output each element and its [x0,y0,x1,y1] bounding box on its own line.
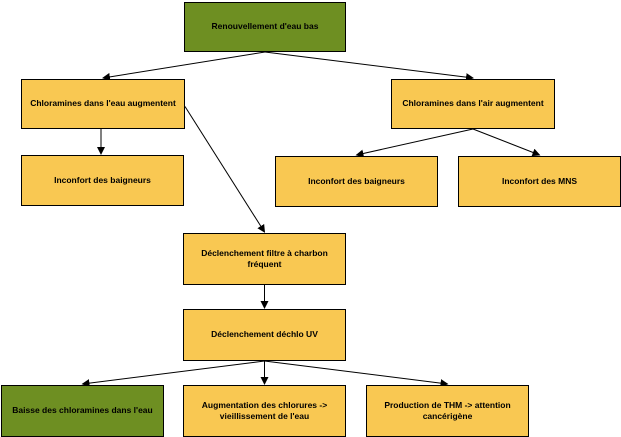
node-augmentation-chlorures: Augmentation des chlorures -> vieillisse… [183,385,346,437]
node-production-thm: Production de THM -> attention cancérigè… [366,385,529,437]
node-label: Déclenchement filtre à charbon fréquent [201,247,328,269]
node-chloramines-air-augmentent: Chloramines dans l'air augmentent [391,79,555,129]
node-label: Augmentation des chlorures -> vieillisse… [201,399,328,421]
arrow-n8-n9 [81,360,265,388]
node-renouvellement-eau-bas: Renouvellement d'eau bas [184,2,346,52]
node-chloramines-eau-augmentent: Chloramines dans l'eau augmentent [21,79,185,129]
node-inconfort-baigneurs-left: Inconfort des baigneurs [21,155,184,206]
arrow-n3-n5 [355,128,474,158]
node-label: Déclenchement déchlo UV [211,329,318,340]
arrow-n3-n6 [472,128,541,157]
node-label: Renouvellement d'eau bas [211,21,319,32]
node-label: Production de THM -> attention cancérigè… [384,399,511,421]
arrow-n1-n2 [102,51,266,81]
node-declenchement-filtre-charbon: Déclenchement filtre à charbon fréquent [183,233,346,285]
arrow-n2-n7 [184,106,266,233]
node-label: Inconfort des MNS [501,175,578,186]
node-label: Inconfort des baigneurs [54,174,151,185]
node-inconfort-baigneurs-right: Inconfort des baigneurs [275,156,438,207]
arrow-n8-n11 [264,360,449,388]
node-declenchement-dechlo-uv: Déclenchement déchlo UV [183,309,346,361]
node-label: Chloramines dans l'eau augmentent [30,98,176,109]
node-baisse-chloramines: Baisse des chloramines dans l'eau [1,385,164,437]
node-inconfort-mns: Inconfort des MNS [458,156,621,207]
node-label: Chloramines dans l'air augmentent [402,98,544,109]
node-label: Baisse des chloramines dans l'eau [12,405,153,416]
node-label: Inconfort des baigneurs [308,175,405,186]
arrow-n1-n3 [264,51,474,82]
